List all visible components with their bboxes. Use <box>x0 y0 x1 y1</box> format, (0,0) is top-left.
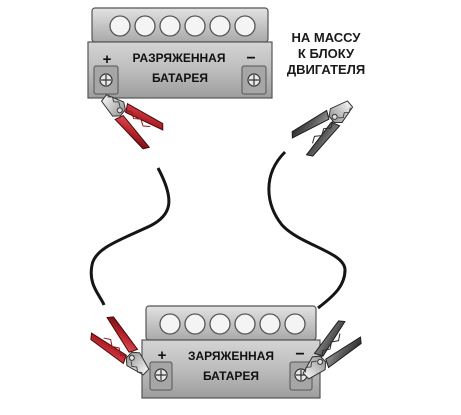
positive-terminal <box>154 368 168 382</box>
positive-cable <box>89 167 171 306</box>
ground-note-line1: НА МАССУ <box>292 30 362 45</box>
battery-case <box>87 41 273 99</box>
cables <box>89 150 347 310</box>
cell-caps <box>159 313 306 335</box>
minus-sign: − <box>295 346 304 363</box>
battery-label-line2: БАТАРЕЯ <box>203 369 259 383</box>
ground-note: НА МАССУ К БЛОКУ ДВИГАТЕЛЯ <box>287 30 365 77</box>
charged-battery: + − ЗАРЯЖЕННАЯ БАТАРЕЯ <box>141 305 321 399</box>
negative-terminal <box>247 73 261 87</box>
battery-label-line2: БАТАРЕЯ <box>152 71 208 85</box>
battery-label-line1: ЗАРЯЖЕННАЯ <box>188 349 274 363</box>
plus-sign: + <box>158 347 167 364</box>
plus-sign: + <box>103 51 112 68</box>
battery-label-line1: РАЗРЯЖЕННАЯ <box>133 51 226 65</box>
minus-sign: − <box>246 50 255 67</box>
ground-note-line3: ДВИГАТЕЛЯ <box>287 62 365 77</box>
negative-cable <box>267 150 347 310</box>
cell-caps <box>109 15 256 37</box>
positive-terminal <box>99 73 113 87</box>
discharged-battery: + − РАЗРЯЖЕННАЯ БАТАРЕЯ <box>87 7 273 99</box>
ground-note-line2: К БЛОКУ <box>298 46 355 61</box>
negative-clamp-ground <box>288 91 361 160</box>
